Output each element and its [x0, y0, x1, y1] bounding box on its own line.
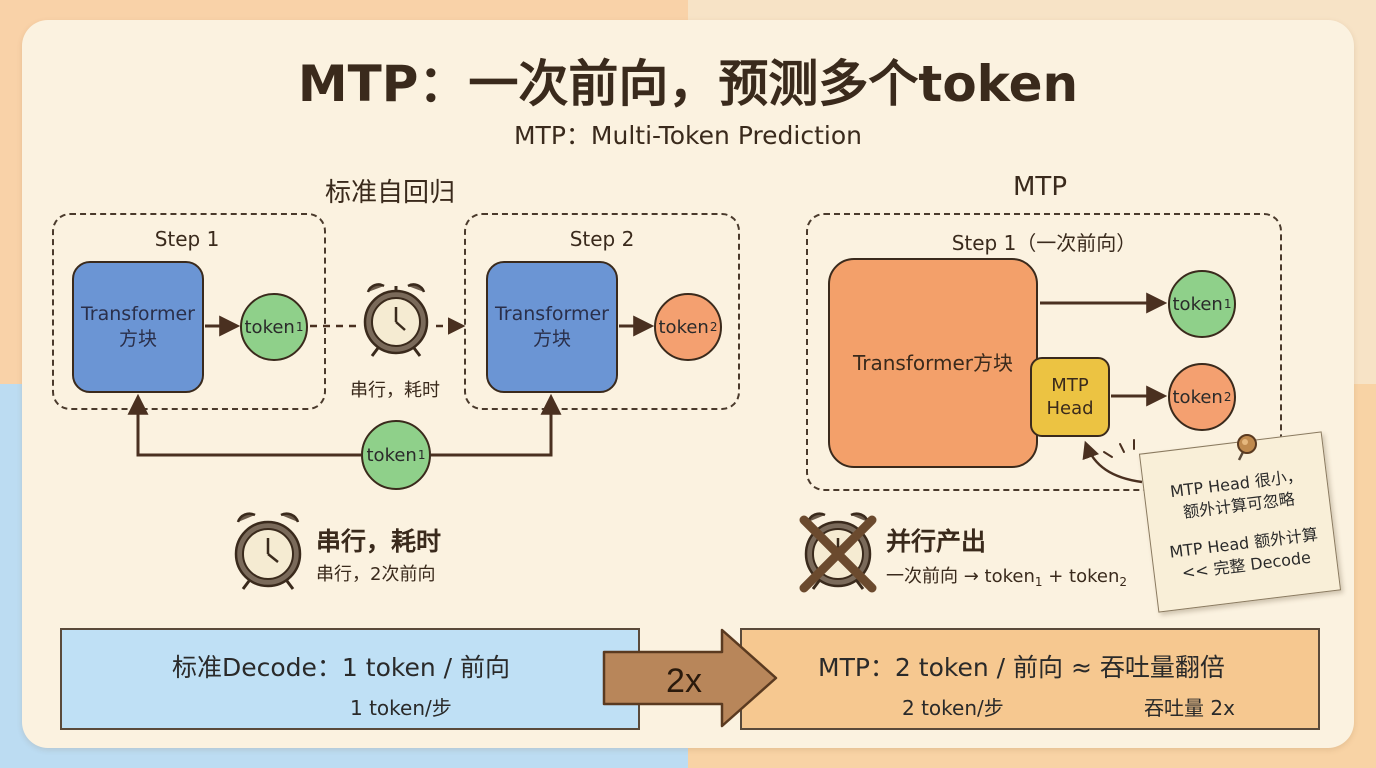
mtp-step-label: Step 1（一次前向） — [951, 231, 1137, 255]
step2-frame — [464, 213, 740, 410]
crossed-alarm-clock-icon — [799, 512, 877, 593]
mtp-step-frame — [806, 213, 1282, 491]
left-summary-title: 串行，耗时 — [316, 527, 442, 556]
token-subscript: 1 — [417, 448, 426, 462]
token-text: token — [244, 316, 295, 338]
left-banner-sub: 1 token/步 — [350, 696, 452, 720]
alarm-clock-icon — [234, 512, 302, 590]
right-banner-sub2: 吞吐量 2x — [1144, 696, 1235, 720]
token-subscript: 2 — [709, 320, 718, 334]
block-line1: Transformer — [494, 303, 609, 326]
block-label: Transformer方块 — [852, 351, 1013, 375]
step2-label: Step 2 — [569, 227, 635, 251]
summary-subscript: 1 — [1034, 575, 1043, 589]
right-section-heading: MTP — [1013, 172, 1067, 202]
token-text: token — [1172, 293, 1223, 315]
alarm-clock-icon — [363, 283, 429, 357]
speedup-arrow: 2x — [602, 628, 778, 728]
right-summary-title: 并行产出 — [886, 527, 987, 556]
block-line2: 方块 — [532, 328, 571, 350]
summary-mid: + token — [1042, 566, 1120, 587]
left-summary-sub: 串行，2次前向 — [316, 564, 436, 585]
speedup-label: 2x — [666, 662, 702, 700]
token-text: token — [1172, 386, 1223, 408]
push-pin-icon — [1237, 434, 1257, 461]
right-summary-sub: 一次前向 → token1 + token2 — [886, 562, 1127, 589]
serial-caption: 串行，耗时 — [350, 380, 440, 401]
right-banner-sub1: 2 token/步 — [902, 696, 1004, 720]
feedback-arrow-left — [127, 393, 361, 457]
summary-prefix: 一次前向 → token — [886, 566, 1035, 587]
token-text: token — [366, 444, 417, 466]
token-subscript: 1 — [1223, 297, 1232, 311]
token-subscript: 2 — [1223, 390, 1232, 404]
head-line1: MTP — [1051, 374, 1089, 396]
token-subscript: 1 — [295, 320, 304, 334]
note-pointer-arrow — [1082, 440, 1143, 484]
paper-panel — [22, 20, 1354, 748]
transformer-block-mtp: Transformer方块 — [828, 258, 1038, 468]
left-banner-main: 标准Decode：1 token / 前向 — [172, 653, 511, 682]
block-line1: Transformer — [80, 303, 195, 326]
block-line2: 方块 — [118, 328, 157, 350]
emphasis-strokes — [1103, 439, 1135, 458]
page-subtitle: MTP：Multi-Token Prediction — [513, 121, 863, 150]
step1-label: Step 1 — [154, 227, 220, 251]
page-title: MTP：一次前向，预测多个token — [297, 55, 1079, 113]
step1-frame — [52, 213, 326, 410]
right-banner-main: MTP：2 token / 前向 ≈ 吞吐量翻倍 — [818, 653, 1225, 682]
mtp-banner: MTP：2 token / 前向 ≈ 吞吐量翻倍 2 token/步 吞吐量 2… — [740, 628, 1320, 730]
feedback-arrow-right — [431, 393, 562, 457]
head-line2: Head — [1046, 398, 1094, 419]
summary-subscript: 2 — [1119, 575, 1128, 589]
token-text: token — [658, 316, 709, 338]
standard-decode-banner: 标准Decode：1 token / 前向 1 token/步 — [60, 628, 640, 730]
left-section-heading: 标准自回归 — [324, 178, 455, 208]
